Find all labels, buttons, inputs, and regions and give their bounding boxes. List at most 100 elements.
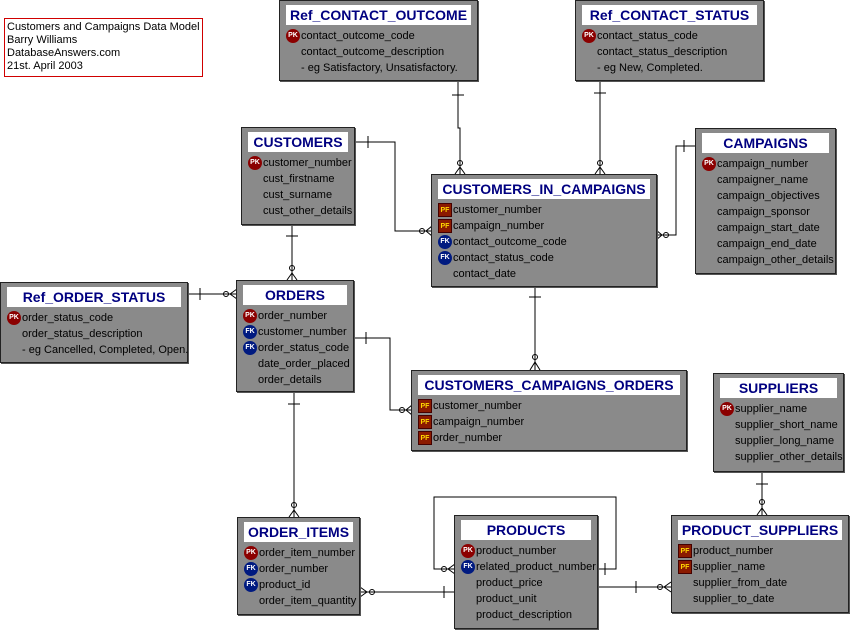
column-name: supplier_other_details bbox=[735, 451, 843, 463]
column-row[interactable]: product_unit bbox=[461, 591, 596, 607]
column-row[interactable]: campaigner_name bbox=[702, 172, 834, 188]
no-key-spacer bbox=[7, 343, 21, 357]
column-row[interactable]: product_description bbox=[461, 607, 596, 623]
column-name: campaigner_name bbox=[717, 174, 809, 186]
column-row[interactable]: supplier_from_date bbox=[678, 575, 787, 591]
table-title: PRODUCTS bbox=[461, 520, 591, 540]
pf-key-icon: PF bbox=[418, 431, 432, 445]
column-row[interactable]: supplier_other_details bbox=[720, 449, 843, 465]
column-row[interactable]: contact_status_description bbox=[582, 44, 727, 60]
column-name: supplier_short_name bbox=[735, 419, 838, 431]
column-row[interactable]: campaign_objectives bbox=[702, 188, 834, 204]
column-name: supplier_to_date bbox=[693, 593, 775, 605]
column-row[interactable]: cust_other_details bbox=[248, 203, 352, 219]
column-row[interactable]: campaign_end_date bbox=[702, 236, 834, 252]
diagram-info-box: Customers and Campaigns Data Model Barry… bbox=[4, 18, 203, 77]
column-row[interactable]: order_status_description bbox=[7, 326, 188, 342]
column-name: campaign_start_date bbox=[717, 222, 820, 234]
column-name: - eg Cancelled, Completed, Open. bbox=[22, 344, 189, 356]
column-row[interactable]: cust_surname bbox=[248, 187, 352, 203]
table-title: CUSTOMERS_CAMPAIGNS_ORDERS bbox=[418, 375, 680, 395]
no-key-spacer bbox=[678, 576, 692, 590]
column-name: customer_number bbox=[258, 326, 347, 338]
rel-order-status-to-orders bbox=[188, 288, 238, 300]
column-name: order_status_code bbox=[258, 342, 350, 354]
table-title: CAMPAIGNS bbox=[702, 133, 829, 153]
diagram-author: Barry Williams bbox=[7, 34, 78, 46]
column-name: order_number bbox=[433, 432, 503, 444]
column-row[interactable]: campaign_other_details bbox=[702, 252, 834, 268]
column-row[interactable]: order_item_quantity bbox=[244, 593, 356, 609]
column-row[interactable]: supplier_to_date bbox=[678, 591, 787, 607]
table-title: CUSTOMERS_IN_CAMPAIGNS bbox=[438, 179, 650, 199]
column-row[interactable]: contact_date bbox=[438, 266, 567, 282]
column-row[interactable]: contact_outcome_description bbox=[286, 44, 458, 60]
column-row[interactable]: campaign_sponsor bbox=[702, 204, 834, 220]
column-row[interactable]: - eg Satisfactory, Unsatisfactory. bbox=[286, 60, 458, 76]
no-key-spacer bbox=[248, 204, 262, 218]
column-row[interactable]: - eg New, Completed. bbox=[582, 60, 727, 76]
column-row[interactable]: campaign_start_date bbox=[702, 220, 834, 236]
pk-key-icon: PK bbox=[702, 157, 716, 171]
column-name: order_item_number bbox=[259, 547, 355, 559]
no-key-spacer bbox=[244, 594, 258, 608]
column-row[interactable]: supplier_short_name bbox=[720, 417, 843, 433]
column-name: order_item_quantity bbox=[259, 595, 357, 607]
column-row[interactable]: date_order_placed bbox=[243, 356, 350, 372]
no-key-spacer bbox=[720, 434, 734, 448]
column-row[interactable]: - eg Cancelled, Completed, Open. bbox=[7, 342, 188, 358]
column-name: supplier_name bbox=[735, 403, 808, 415]
column-name: contact_outcome_code bbox=[301, 30, 415, 42]
pk-key-icon: PK bbox=[248, 156, 262, 170]
pk-key-icon: PK bbox=[582, 29, 596, 43]
rel-customers-to-cic bbox=[354, 136, 433, 237]
column-row[interactable]: order_details bbox=[243, 372, 350, 388]
pk-key-icon: PK bbox=[244, 546, 258, 560]
fk-key-icon: FK bbox=[244, 562, 258, 576]
column-row[interactable]: product_price bbox=[461, 575, 596, 591]
column-row[interactable]: cust_firstname bbox=[248, 171, 352, 187]
column-name: date_order_placed bbox=[258, 358, 350, 370]
fk-key-icon: FK bbox=[243, 341, 257, 355]
column-name: campaign_number bbox=[717, 158, 809, 170]
no-key-spacer bbox=[248, 188, 262, 202]
column-row[interactable]: supplier_long_name bbox=[720, 433, 843, 449]
